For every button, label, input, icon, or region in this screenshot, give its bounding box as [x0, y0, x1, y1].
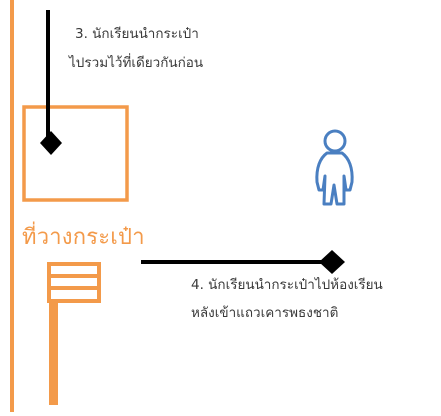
person-outline-icon [315, 129, 354, 206]
left-boundary-line [10, 0, 14, 412]
step4-text-line2: หลังเข้าแถวเคารพธงชาติ [191, 305, 339, 321]
bag-rack [47, 262, 101, 303]
step3-arrow-head [40, 131, 62, 155]
step4-arrow-head [319, 250, 345, 274]
step3-text-line1: 3. นักเรียนนำกระเป๋า [75, 26, 199, 42]
step3-text-line2: ไปรวมไว้ที่เดียวกันก่อน [69, 55, 204, 71]
bag-area-label: ที่วางกระเป๋า [22, 225, 145, 250]
bag-gathering-box [22, 105, 129, 202]
bag-rack-leg [49, 303, 58, 405]
step4-text-line1: 4. นักเรียนนำกระเป๋าไปห้องเรียน [191, 277, 383, 293]
